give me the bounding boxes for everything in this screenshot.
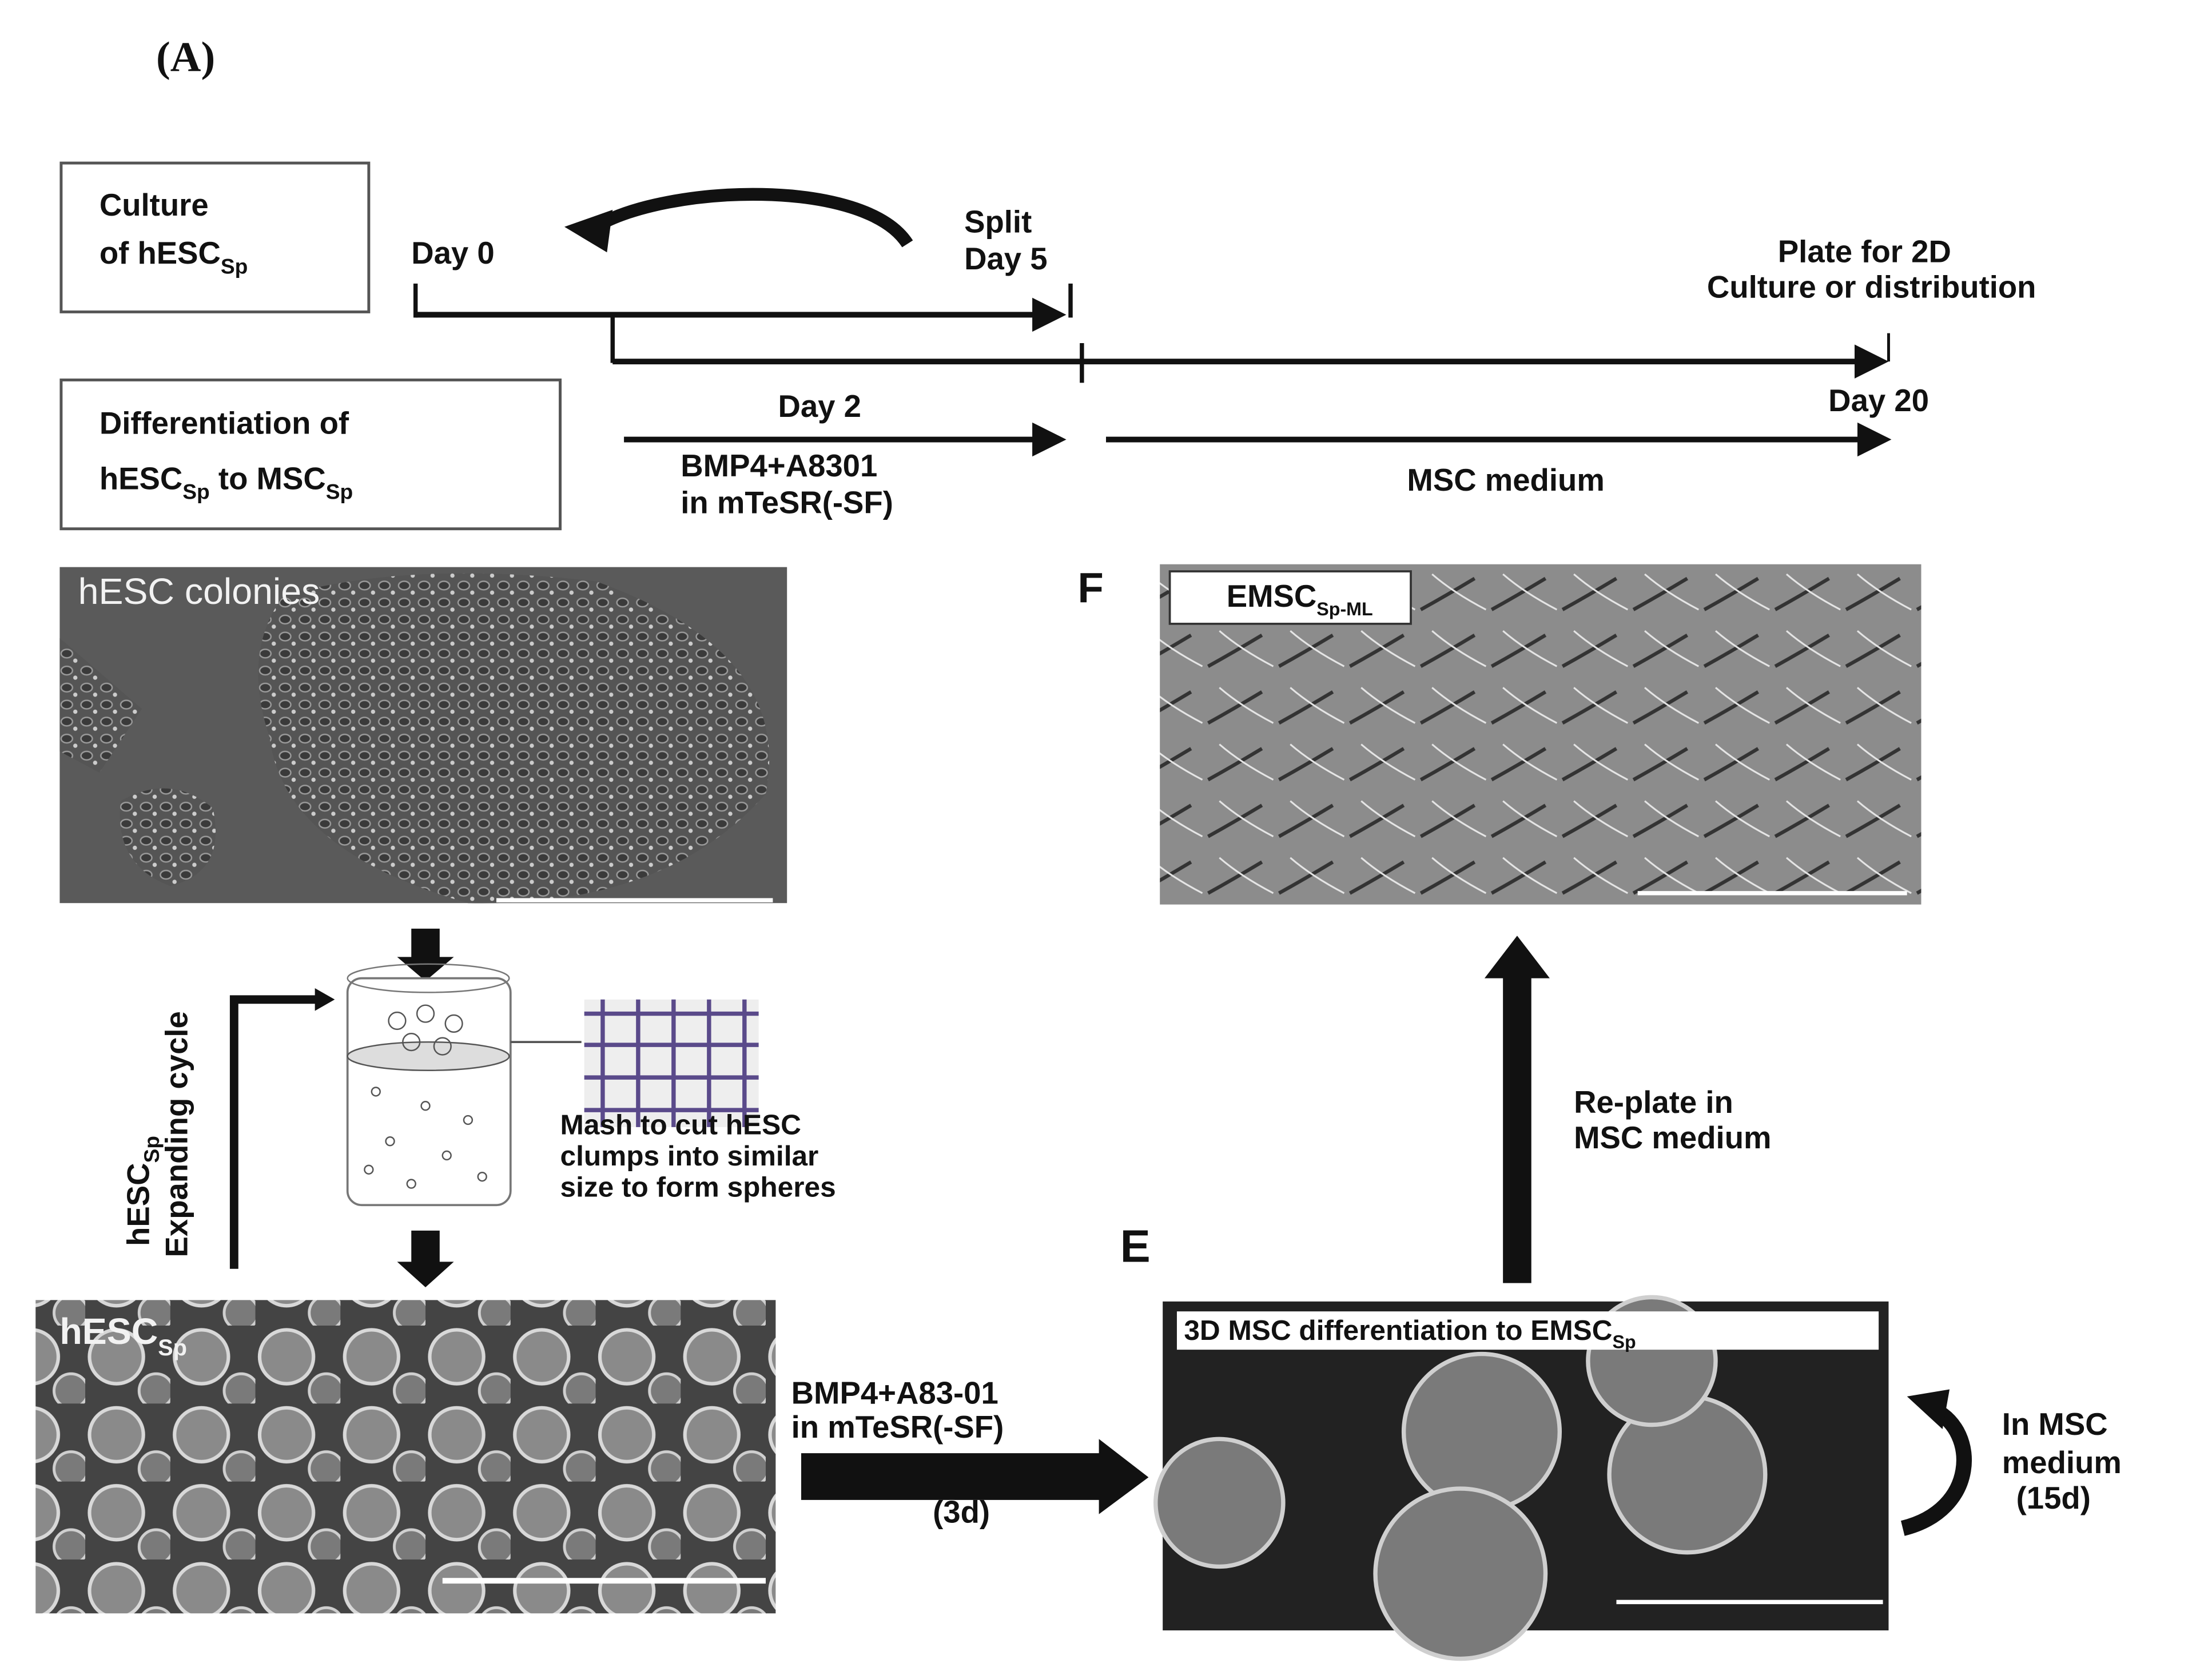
- timeline: Culture of hESCSp Day 0 Split Day 5 Plat…: [59, 161, 2036, 531]
- differentiation-box: [59, 378, 562, 531]
- culture-box: [59, 161, 371, 313]
- emsc-3d-label: 3D MSC differentiation to EMSCSp: [1184, 1314, 1636, 1352]
- emsc-ml-label: EMSCSp-ML: [1227, 579, 1373, 619]
- loop-line3: (15d): [2016, 1481, 2091, 1515]
- emsc-ml-micrograph: EMSCSp-ML: [1160, 564, 1921, 905]
- expanding-cycle-arrow: [229, 995, 320, 1269]
- mash-line3: size to form spheres: [560, 1171, 836, 1203]
- replate-line1: Re-plate in: [1574, 1085, 1733, 1120]
- culture-box-line1: Culture: [100, 188, 209, 222]
- split-loop-arrowhead: [564, 209, 613, 253]
- mash-line2: clumps into similar: [560, 1140, 819, 1172]
- diff-line2: in mTeSR(-SF): [791, 1410, 1004, 1445]
- bmp-line1: BMP4+A8301: [681, 448, 877, 483]
- up-arrow-icon: [1484, 936, 1550, 1283]
- culture-box-line2: of hESCSp: [100, 236, 248, 278]
- loop-arrow: [1900, 1403, 1972, 1536]
- plate-line2: Culture or distribution: [1707, 270, 2036, 305]
- diff-box-line2: hESCSp to MSCSp: [100, 461, 353, 503]
- loop-line2: medium: [2002, 1445, 2122, 1480]
- mash-line1: Mash to cut hESC: [560, 1108, 801, 1140]
- hesc-sp-micrograph: hESCSp: [35, 1300, 776, 1614]
- bmp-line2: in mTeSR(-SF): [681, 485, 893, 520]
- replate-line2: MSC medium: [1574, 1120, 1771, 1155]
- split-loop-arrow: [592, 188, 913, 248]
- spheres-label: hESCSp: [59, 1311, 187, 1360]
- right-arrow-icon: [801, 1439, 1149, 1514]
- panel-e-letter: E: [1120, 1220, 1151, 1271]
- colonies-label: hESC colonies: [78, 571, 320, 612]
- down-arrow-icon: [397, 1230, 454, 1288]
- diff-line1: BMP4+A83-01: [791, 1375, 998, 1410]
- down-arrow-icon: [397, 928, 454, 981]
- day0-label: Day 0: [411, 236, 495, 270]
- plate-line1: Plate for 2D: [1778, 234, 1951, 269]
- loop-line1: In MSC: [2002, 1407, 2108, 1442]
- hesc-colonies-micrograph: hESC colonies: [59, 567, 787, 904]
- day2-label: Day 2: [778, 389, 861, 424]
- msc-medium-label: MSC medium: [1407, 463, 1604, 498]
- panel-f-letter: F: [1077, 564, 1103, 612]
- diff-box-line1: Differentiation of: [100, 406, 349, 441]
- cycle-label: hESCSp: [121, 1136, 164, 1246]
- mesh-illustration: [584, 999, 759, 1127]
- tube-illustration: [346, 963, 582, 1207]
- emsc-3d-micrograph: 3D MSC differentiation to EMSCSp: [1153, 1295, 1889, 1661]
- day20-label: Day 20: [1828, 383, 1929, 418]
- cycle-label2: Expanding cycle: [160, 1011, 194, 1257]
- panel-label: (A): [156, 34, 215, 81]
- day5-label: Day 5: [964, 241, 1048, 276]
- split-label: Split: [964, 205, 1032, 240]
- diff-duration: (3d): [933, 1495, 990, 1530]
